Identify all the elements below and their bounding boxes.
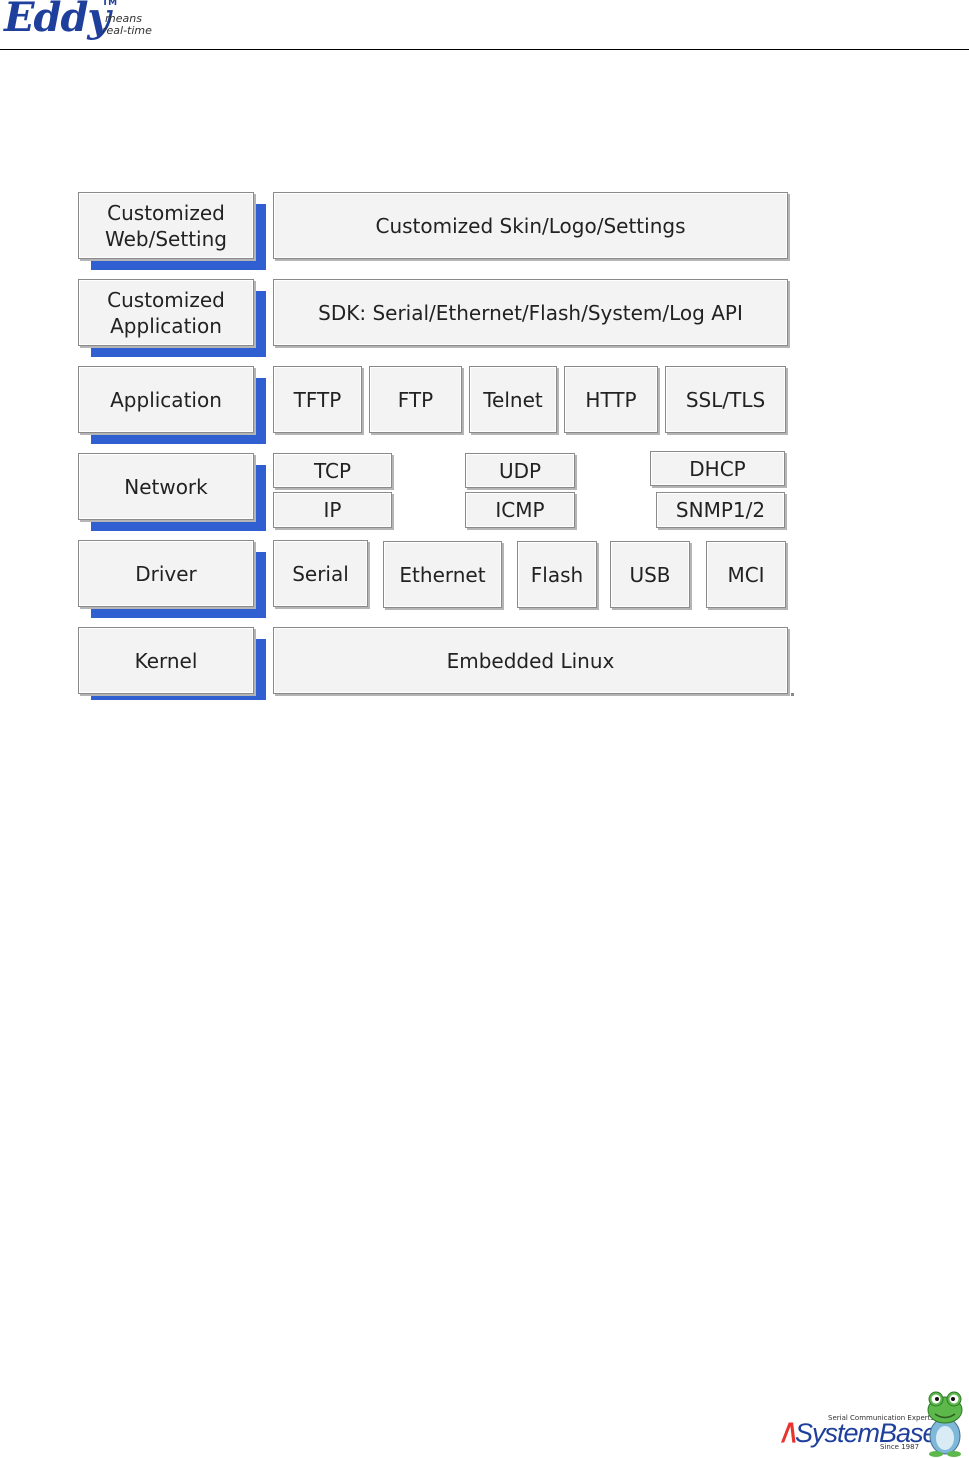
systembase-name: SystemBase xyxy=(795,1418,938,1448)
layer-label-application: Application xyxy=(78,366,254,433)
component-flash: Flash xyxy=(517,541,597,608)
eddy-logo-tagline-2: real-time xyxy=(102,24,152,37)
systembase-slash: /\ xyxy=(782,1418,796,1448)
component-tftp: TFTP xyxy=(273,366,362,433)
layer-label-network: Network xyxy=(78,453,254,520)
component-dhcp: DHCP xyxy=(650,451,785,486)
component-icmp: ICMP xyxy=(465,492,575,528)
eddy-logo-word: Eddy xyxy=(4,0,111,41)
component-ip: IP xyxy=(273,492,392,528)
systembase-wordmark: /\SystemBase xyxy=(782,1418,938,1449)
component-usb: USB xyxy=(610,541,690,608)
component-mci: MCI xyxy=(706,541,786,608)
component-ssl-tls: SSL/TLS xyxy=(665,366,786,433)
component-tcp: TCP xyxy=(273,453,392,488)
component-customized-skin: Customized Skin/Logo/Settings xyxy=(273,192,788,259)
component-serial: Serial xyxy=(273,540,368,607)
systembase-since: Since 1987 xyxy=(880,1443,920,1451)
component-udp: UDP xyxy=(465,453,575,488)
header-rule xyxy=(0,49,969,50)
component-snmp: SNMP1/2 xyxy=(656,492,785,528)
eddy-logo-tm: TM xyxy=(102,0,118,8)
frog-mascot-icon xyxy=(927,1391,963,1457)
layer-label-customized-application: Customized Application xyxy=(78,279,254,346)
component-ftp: FTP xyxy=(369,366,462,433)
layer-label-driver: Driver xyxy=(78,540,254,607)
component-embedded-linux: Embedded Linux xyxy=(273,627,788,694)
eddy-logo-tagline-1: means xyxy=(105,12,142,25)
stray-dot xyxy=(791,693,794,696)
layer-label-customized-web: Customized Web/Setting xyxy=(78,192,254,259)
layer-label-kernel: Kernel xyxy=(78,627,254,694)
component-ethernet: Ethernet xyxy=(383,541,502,608)
component-telnet: Telnet xyxy=(469,366,557,433)
component-http: HTTP xyxy=(564,366,658,433)
component-sdk-api: SDK: Serial/Ethernet/Flash/System/Log AP… xyxy=(273,279,788,346)
systembase-tagline: Serial Communication Experts xyxy=(828,1414,935,1422)
